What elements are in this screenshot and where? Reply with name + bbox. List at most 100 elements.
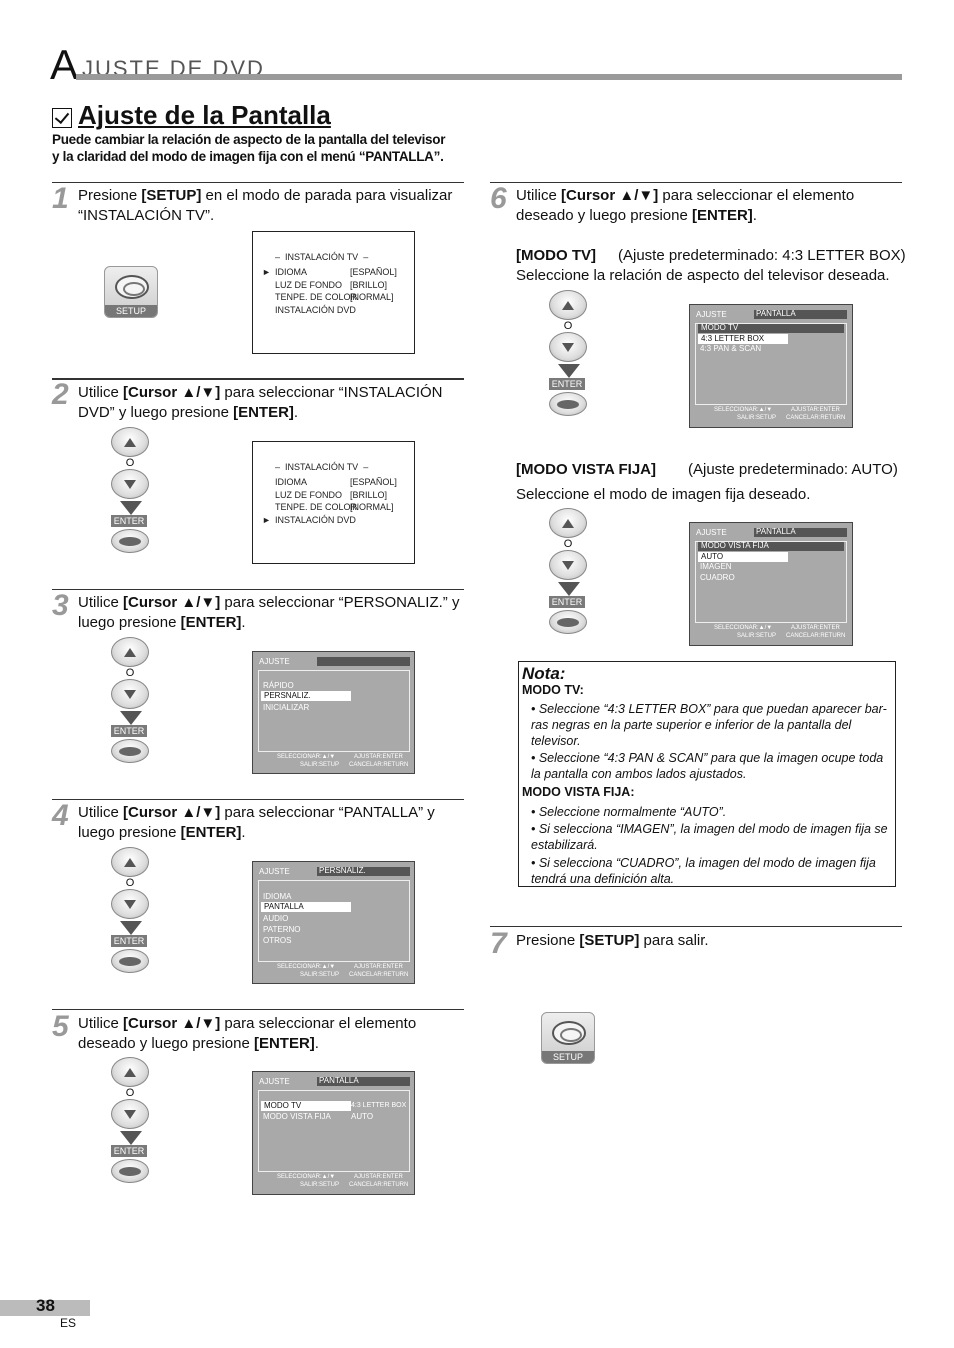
up-arrow-icon [124, 1067, 136, 1077]
enter-label: ENTER [549, 596, 585, 608]
nota-bullet: • Seleccione normalmente “AUTO”. [531, 805, 727, 819]
nota-heading: MODO VISTA FIJA: [522, 785, 635, 799]
nota-bullet: • Si selecciona “IMAGEN”, la imagen del … [531, 822, 888, 852]
step-number: 3 [52, 589, 69, 622]
cursor-enter-buttons: O ENTER [111, 1057, 151, 1183]
cursor-down-button[interactable] [549, 550, 587, 580]
setup-button[interactable]: SETUP [541, 1012, 595, 1064]
up-arrow-icon [124, 437, 136, 447]
step-5-text: Utilice [Cursor ▲/▼] para seleccionar el… [78, 1015, 417, 1052]
cursor-enter-buttons: O ENTER [111, 427, 151, 553]
enter-icon [119, 1166, 141, 1176]
cursor-down-button[interactable] [549, 332, 587, 362]
enter-button[interactable] [111, 1159, 149, 1183]
down-arrow-icon [124, 479, 136, 489]
osd-persnaliz-menu: AJUSTE PERSNALIZ. IDIOMA PANTALLA AUDIO … [252, 861, 415, 984]
step-4-text: Utilice [Cursor ▲/▼] para seleccionar “P… [78, 804, 435, 841]
section-title-text: Ajuste de la Pantalla [78, 100, 331, 130]
enter-icon [119, 536, 141, 546]
enter-icon [557, 617, 579, 627]
enter-button[interactable] [549, 610, 587, 634]
arrow-down-icon [120, 501, 142, 515]
cursor-enter-buttons: O ENTER [549, 290, 589, 416]
step-number: 1 [52, 182, 69, 215]
enter-button[interactable] [111, 949, 149, 973]
or-label: O [125, 1087, 135, 1099]
up-arrow-icon [124, 857, 136, 867]
cursor-enter-buttons: O ENTER [549, 508, 589, 634]
up-arrow-icon [124, 647, 136, 657]
nota-bullet: • Seleccione “4:3 LETTER BOX” para que p… [531, 702, 887, 748]
arrow-down-icon [120, 921, 142, 935]
cursor-up-button[interactable] [111, 427, 149, 457]
cursor-up-button[interactable] [111, 1057, 149, 1087]
enter-button[interactable] [111, 739, 149, 763]
checkbox-icon [52, 107, 72, 128]
arrow-down-icon [558, 582, 580, 596]
step-rule [52, 182, 464, 183]
cursor-up-button[interactable] [111, 847, 149, 877]
or-label: O [125, 877, 135, 889]
osd-modo-vista-menu: AJUSTE PANTALLA MODO VISTA FIJA AUTO IMA… [689, 522, 853, 646]
down-arrow-icon [124, 689, 136, 699]
enter-button[interactable] [111, 529, 149, 553]
cursor-up-button[interactable] [111, 637, 149, 667]
step-7-text: Presione [SETUP] para salir. [516, 932, 709, 949]
step-number: 5 [52, 1010, 69, 1043]
setup-icon [552, 1021, 586, 1045]
step-number: 2 [52, 378, 69, 411]
setup-button[interactable]: SETUP [104, 266, 158, 318]
step-3-text: Utilice [Cursor ▲/▼] para seleccionar “P… [78, 594, 460, 631]
modo-vista-desc: Seleccione el modo de imagen fija desead… [516, 486, 811, 503]
section-intro: Puede cambiar la relación de aspecto de … [52, 132, 446, 164]
step-rule [52, 589, 464, 590]
cursor-up-button[interactable] [549, 290, 587, 320]
enter-label: ENTER [111, 935, 147, 947]
section-title: Ajuste de la Pantalla [52, 100, 331, 131]
down-arrow-icon [562, 342, 574, 352]
step-number: 6 [490, 182, 507, 215]
down-arrow-icon [562, 560, 574, 570]
or-label: O [125, 667, 135, 679]
or-label: O [563, 538, 573, 550]
enter-button[interactable] [549, 392, 587, 416]
step-number: 4 [52, 799, 69, 832]
header-rule [76, 74, 902, 80]
nota-box: Nota: MODO TV: • Seleccione “4:3 LETTER … [518, 661, 896, 887]
step-rule [490, 926, 902, 927]
nota-bullet: • Si selecciona “CUADRO”, la imagen del … [531, 856, 876, 886]
header-initial: A [50, 41, 79, 88]
or-label: O [563, 320, 573, 332]
up-arrow-icon [562, 300, 574, 310]
step-rule [490, 182, 902, 183]
page-number-bar [0, 1300, 90, 1316]
arrow-down-icon [558, 364, 580, 378]
enter-label: ENTER [111, 515, 147, 527]
arrow-down-icon [120, 711, 142, 725]
step-rule [52, 1009, 464, 1010]
cursor-down-button[interactable] [111, 1099, 149, 1129]
nota-title: Nota: [522, 664, 566, 683]
cursor-down-button[interactable] [111, 679, 149, 709]
enter-label: ENTER [549, 378, 585, 390]
or-label: O [125, 457, 135, 469]
cursor-up-button[interactable] [549, 508, 587, 538]
down-arrow-icon [124, 1109, 136, 1119]
step-rule [52, 378, 464, 380]
up-arrow-icon [562, 518, 574, 528]
enter-label: ENTER [111, 1145, 147, 1157]
modo-tv-heading: [MODO TV](Ajuste predeterminado: 4:3 LET… [516, 247, 906, 264]
osd-ajuste-menu: AJUSTE RÁPIDO PERSNALIZ. INICIALIZAR SEL… [252, 651, 415, 774]
setup-icon [115, 275, 149, 299]
osd-instalacion-tv: – INSTALACIÓN TV – IDIOMA[ESPAÑOL] LUZ D… [252, 441, 415, 564]
enter-icon [119, 956, 141, 966]
nota-heading: MODO TV: [522, 683, 584, 697]
modo-tv-desc: Seleccione la relación de aspecto del te… [516, 267, 890, 284]
osd-modo-tv-menu: AJUSTE PANTALLA MODO TV 4:3 LETTER BOX 4… [689, 304, 853, 428]
cursor-down-button[interactable] [111, 469, 149, 499]
arrow-down-icon [120, 1131, 142, 1145]
cursor-down-button[interactable] [111, 889, 149, 919]
step-6-text: Utilice [Cursor ▲/▼] para seleccionar el… [516, 187, 855, 224]
